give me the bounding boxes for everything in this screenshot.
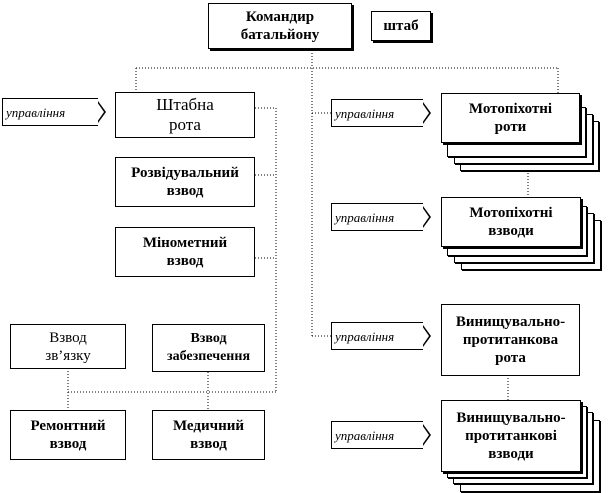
arrow-hq — [97, 101, 106, 123]
repair-platoon-box: Ремонтний взвод — [10, 410, 126, 460]
medical-platoon-box: Медичний взвод — [152, 410, 265, 460]
arrow-antitank-platoons — [422, 424, 431, 446]
commander-box: Командир батальйону — [208, 3, 352, 49]
recon-platoon-box: Розвідувальний взвод — [115, 157, 255, 207]
mortar-platoon-box: Мінометний взвод — [115, 227, 255, 277]
management-label-companies: управління — [331, 99, 423, 127]
arrow-antitank-company — [422, 325, 431, 347]
motor-rifle-companies-box: Мотопіхотні роти — [441, 93, 580, 143]
antitank-platoons-box: Винищувально- протитанкові взводи — [441, 400, 581, 472]
hq-company-box: Штабна рота — [115, 92, 255, 138]
management-label-antitank-company: управління — [331, 322, 423, 350]
management-label-hq: управління — [2, 98, 98, 126]
antitank-company-box: Винищувально- протитанкова рота — [441, 304, 580, 376]
arrow-companies — [422, 102, 431, 124]
supply-platoon-box: Взвод забезпечення — [152, 324, 265, 372]
management-label-platoons: управління — [331, 203, 423, 231]
arrow-platoons — [422, 206, 431, 228]
signal-platoon-box: Взвод зв’язку — [10, 324, 126, 369]
motor-rifle-platoons-box: Мотопіхотні взводи — [441, 197, 581, 247]
staff-box: штаб — [371, 11, 431, 41]
management-label-antitank-platoons: управління — [331, 421, 423, 449]
